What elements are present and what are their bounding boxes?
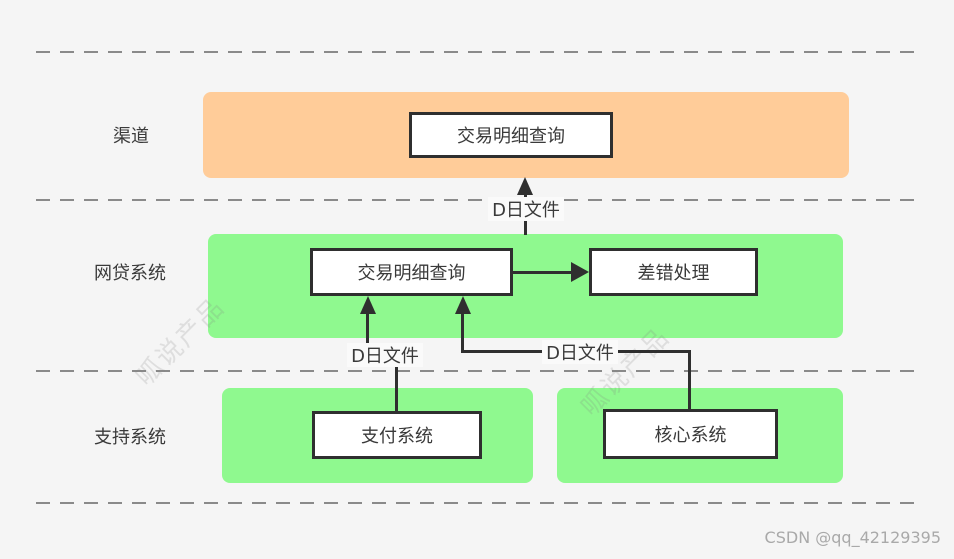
lane-label-channel: 渠道: [113, 126, 149, 147]
node-error-handling: 差错处理: [589, 248, 758, 296]
lane-separator-top: [36, 51, 917, 53]
lane-separator-loan-support: [36, 370, 917, 372]
node-payment-system: 支付系统: [312, 411, 482, 459]
connector-core-to-query-lower-line: [688, 350, 691, 410]
arrowhead-up-icon: [360, 296, 376, 314]
edge-label-dday-file-from-payment: D日文件: [347, 343, 423, 367]
node-channel-transaction-detail-query: 交易明细查询: [409, 112, 613, 158]
arrowhead-up-icon: [517, 177, 533, 195]
node-label: 交易明细查询: [457, 126, 565, 147]
lane-label-loan-system: 网贷系统: [94, 263, 166, 284]
lane-separator-bottom: [36, 502, 917, 504]
node-label: 差错处理: [637, 263, 710, 284]
lane-label-support-system: 支持系统: [94, 427, 166, 448]
lane-separator-channel-loan: [36, 199, 917, 201]
connector-payment-to-query-upper-line: [366, 312, 369, 354]
diagonal-watermark: 呱说产品: [130, 292, 231, 393]
node-label: 交易明细查询: [357, 263, 466, 284]
connector-core-to-query-upper-line: [461, 312, 464, 353]
node-loan-transaction-detail-query: 交易明细查询: [310, 248, 513, 296]
node-label: 核心系统: [654, 425, 727, 446]
connector-payment-to-query-lower-line: [395, 351, 398, 412]
csdn-watermark: CSDN @qq_42129395: [764, 528, 941, 547]
edge-label-dday-file-to-channel: D日文件: [488, 197, 564, 221]
connector-query-to-error-line: [513, 271, 573, 274]
arrowhead-right-icon: [571, 262, 589, 282]
edge-label-dday-file-from-core: D日文件: [542, 340, 618, 364]
arrowhead-up-icon: [455, 296, 471, 314]
node-core-system: 核心系统: [603, 409, 778, 459]
node-label: 支付系统: [361, 426, 433, 447]
